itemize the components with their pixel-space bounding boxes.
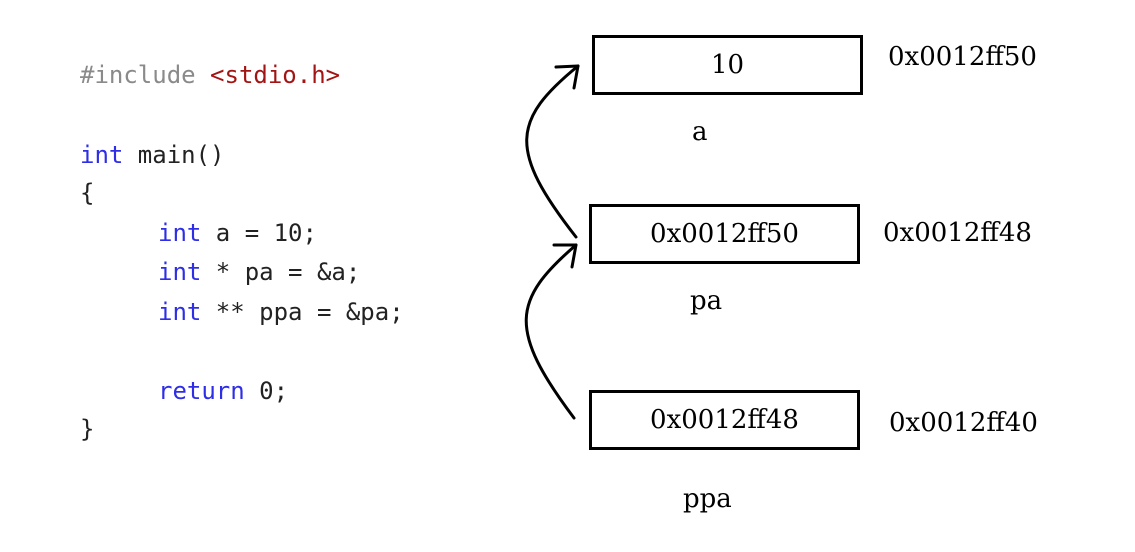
arrowhead-pa (552, 243, 578, 269)
keyword-int: int (158, 258, 202, 286)
preprocessor-directive: #include (80, 61, 196, 89)
code-line-ppa: int ** ppa = &pa; (158, 297, 404, 327)
value-pa: 0x0012ff50 (650, 219, 799, 249)
code-open-brace: { (80, 179, 95, 207)
keyword-return: return (158, 377, 245, 405)
address-ppa: 0x0012ff40 (889, 408, 1038, 438)
memory-cell-ppa: 0x0012ff48 (589, 390, 860, 450)
keyword-int: int (158, 219, 202, 247)
code-close-brace: } (80, 415, 95, 443)
value-a: 10 (710, 50, 745, 80)
keyword-int: int (158, 298, 202, 326)
variable-name-ppa: ppa (683, 484, 732, 514)
memory-cell-pa: 0x0012ff50 (589, 204, 860, 264)
arrow-ppa-to-pa (524, 243, 578, 420)
address-a: 0x0012ff50 (888, 42, 1037, 72)
value-ppa: 0x0012ff48 (650, 405, 799, 435)
memory-cell-a: 10 (592, 35, 863, 95)
declaration-pa: * pa = &a; (201, 258, 361, 286)
arrowhead-a (554, 64, 580, 90)
return-value: 0; (244, 377, 289, 405)
code-line-main: int main() (80, 140, 225, 170)
declaration-ppa: ** ppa = &pa; (201, 298, 404, 326)
variable-name-a: a (692, 117, 708, 147)
code-line-return: return 0; (158, 376, 288, 406)
variable-name-pa: pa (690, 286, 723, 316)
keyword-int: int (80, 141, 124, 169)
include-header: <stdio.h> (210, 61, 341, 89)
main-signature: main() (123, 141, 225, 169)
code-line-include: #include <stdio.h> (80, 60, 340, 90)
code-line-pa: int * pa = &a; (158, 257, 360, 287)
code-line-a: int a = 10; (158, 218, 317, 248)
address-pa: 0x0012ff48 (883, 218, 1032, 248)
arrow-pa-to-a (525, 64, 580, 239)
declaration-a: a = 10; (201, 219, 317, 247)
